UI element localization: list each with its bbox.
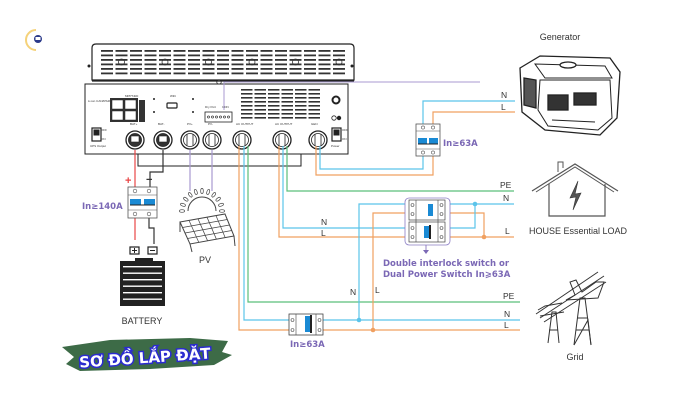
battery-minus-wire: [149, 150, 164, 190]
house-label: HOUSE Essential LOAD: [529, 226, 628, 236]
side-vents: [241, 89, 320, 119]
cable-gland: [308, 130, 328, 150]
cable-gland: [153, 130, 173, 150]
junction-dot: [370, 327, 376, 333]
svg-text:GEN: GEN: [311, 122, 318, 126]
load-live-wire-a: [278, 146, 410, 238]
generator-label: Generator: [540, 32, 581, 42]
svg-text:N: N: [504, 309, 510, 319]
wifi-port: [166, 102, 178, 109]
interlock-switch: [404, 197, 451, 254]
interlock-note-line1: Double interlock switch or: [383, 259, 510, 269]
battery-breaker-rating: In≥140A: [82, 202, 123, 212]
li-ion-label: Li-ion CAN/RS485: [88, 99, 113, 103]
power-tower-icon: [535, 271, 607, 346]
svg-text:OFF: OFF: [101, 128, 107, 132]
house-lightning-icon: [531, 161, 619, 217]
grid-breaker: [288, 313, 324, 336]
battery-breaker: [127, 186, 158, 219]
gnd-label: GDN: [222, 105, 229, 109]
svg-text:L: L: [505, 226, 510, 236]
cable-gland: [232, 130, 252, 150]
junction-dot: [481, 234, 487, 240]
battery-label: BATTERY: [122, 316, 163, 326]
mppt-label: MPPT&ID: [125, 94, 139, 98]
dry-port-label: Dry Port: [205, 105, 216, 109]
load-earth-wire: [286, 146, 514, 192]
svg-text:AC OUTPUT: AC OUTPUT: [275, 122, 293, 126]
grid-label: Grid: [566, 352, 583, 362]
svg-text:BAT-: BAT-: [158, 122, 164, 126]
dry-port-terminal: [204, 111, 233, 123]
svg-text:PV+: PV+: [187, 122, 193, 126]
plus-sign: +: [125, 175, 131, 187]
grid-live-wire: [238, 146, 520, 331]
svg-text:PE: PE: [500, 180, 512, 190]
wiring: [134, 100, 520, 331]
generator-icon: [519, 55, 621, 136]
power-label: Power: [331, 144, 340, 148]
cable-gland: [125, 130, 145, 150]
load-neutral-wire-a: [282, 146, 410, 229]
generator-breaker: [415, 123, 441, 157]
battery-icon: [120, 246, 165, 306]
top-vents: [101, 50, 345, 75]
wifi-label: WiFi: [170, 94, 176, 98]
svg-text:L: L: [375, 285, 380, 295]
svg-text:N: N: [503, 193, 509, 203]
gen-neutral-wire: [319, 146, 424, 170]
cable-gland: [180, 130, 200, 150]
svg-text:PE: PE: [503, 291, 515, 301]
cable-gland: [202, 130, 222, 150]
pv-label: PV: [199, 255, 211, 265]
ups-output-label: UPS Output: [90, 144, 106, 148]
inverter: MPPT&ID Li-ion CAN/RS485 WiFi Dry Port G…: [84, 43, 355, 167]
svg-text:BAT+: BAT+: [130, 122, 138, 126]
svg-text:N: N: [321, 217, 327, 227]
grid-breaker-rating: In≥63A: [290, 340, 325, 350]
company-logo-icon: [25, 29, 45, 51]
svg-text:ON: ON: [101, 137, 106, 141]
interlock-note-line2: Dual Power Switch In⩾63A: [383, 270, 511, 280]
svg-text:N: N: [501, 90, 507, 100]
gen-live-wire: [315, 146, 434, 176]
svg-text:N: N: [350, 287, 356, 297]
grid-neutral-wire: [243, 146, 520, 321]
svg-text:ON: ON: [342, 137, 347, 141]
generator-breaker-rating: In≥63A: [443, 139, 478, 149]
cable-gland: [272, 130, 292, 150]
minus-sign: −: [146, 174, 152, 186]
junction-dot: [356, 317, 362, 323]
svg-text:OFF: OFF: [342, 128, 348, 132]
svg-text:L: L: [501, 102, 506, 112]
svg-text:L: L: [504, 320, 509, 330]
title-banner: SƠ ĐỒ LẮP ĐẶT: [62, 338, 232, 373]
solar-panel-icon: [179, 188, 236, 253]
svg-text:PV-: PV-: [208, 122, 213, 126]
junction-dot: [472, 201, 478, 207]
grid-earth-wire: [247, 146, 520, 303]
svg-text:L: L: [321, 228, 326, 238]
svg-text:AC OUTPUT: AC OUTPUT: [236, 122, 254, 126]
